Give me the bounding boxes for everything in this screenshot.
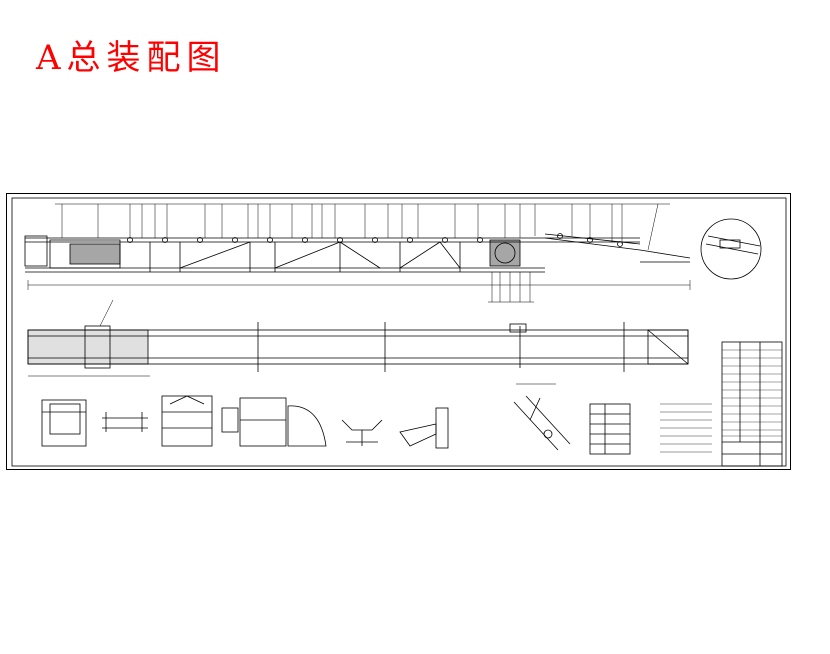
callouts-top xyxy=(55,203,670,251)
callouts-bottom xyxy=(488,272,534,303)
detail-view-7 xyxy=(513,383,571,451)
plan-view xyxy=(27,299,689,377)
detail-view-3 xyxy=(161,395,213,447)
page-title: A总装配图 xyxy=(36,38,227,78)
detail-view-5 xyxy=(341,419,383,446)
detail-view-2 xyxy=(102,412,148,432)
detail-views xyxy=(41,383,712,455)
drawing-sheet xyxy=(6,193,791,470)
idlers-top xyxy=(127,233,623,247)
detail-view-6 xyxy=(399,407,449,449)
parts-list xyxy=(721,341,783,467)
side-elevation xyxy=(24,203,691,303)
notes-block xyxy=(660,403,712,453)
detail-circle xyxy=(700,218,762,280)
detail-table xyxy=(589,403,631,455)
inner-frame xyxy=(11,197,787,467)
detail-view-4 xyxy=(239,397,287,447)
detail-view-1 xyxy=(41,399,87,447)
